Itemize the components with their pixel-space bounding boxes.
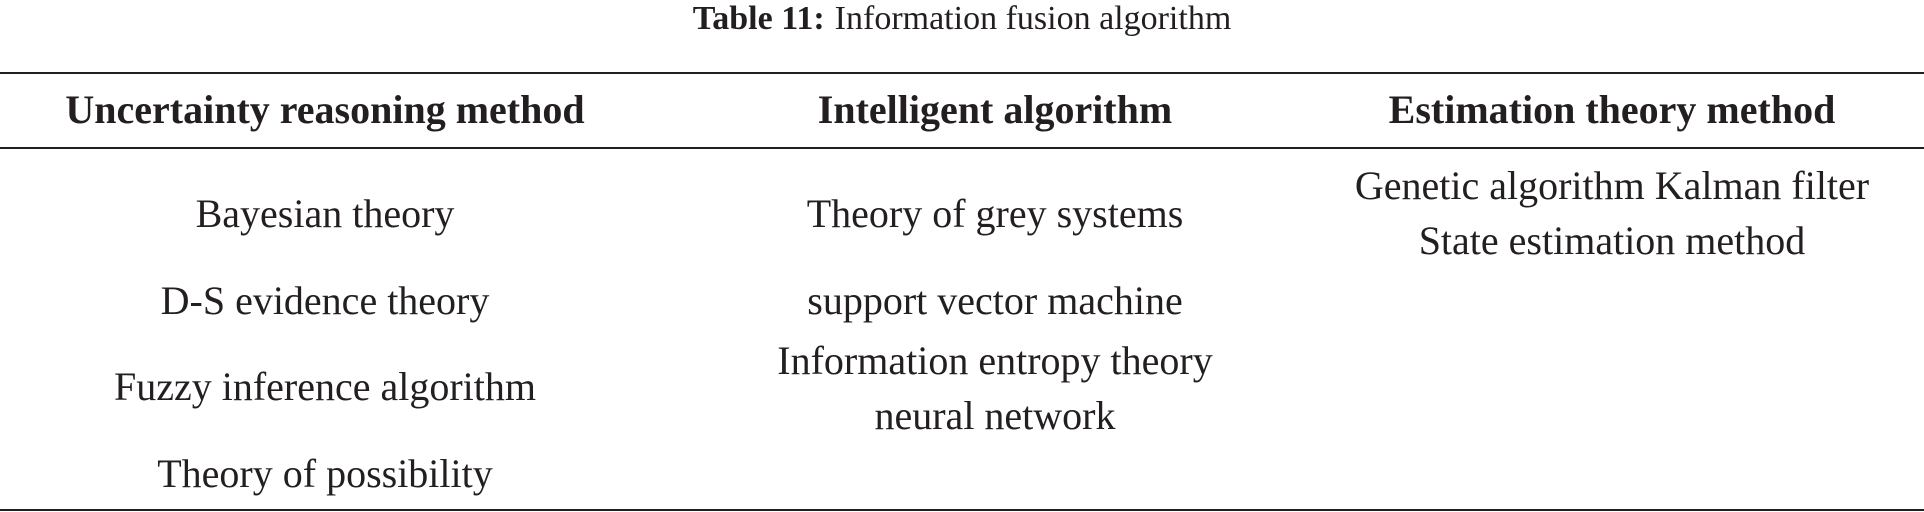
table-cell: Theory of possibility	[157, 451, 493, 496]
table-caption: Table 11:Information fusion algorithm	[0, 0, 1924, 40]
table-cell: D-S evidence theory	[160, 278, 490, 323]
table-cell: State estimation method	[1418, 218, 1806, 263]
table-header-rule	[0, 147, 1924, 149]
column-header-estimation: Estimation theory method	[1388, 87, 1836, 132]
column-header-uncertainty: Uncertainty reasoning method	[65, 87, 585, 132]
table-cell: Information entropy theory	[777, 338, 1213, 383]
table-cell: Fuzzy inference algorithm	[113, 364, 537, 409]
table-bottom-rule	[0, 509, 1924, 511]
table-caption-label: Table 11:	[692, 0, 825, 37]
table-cell: Bayesian theory	[195, 191, 455, 236]
table-caption-title: Information fusion algorithm	[834, 0, 1232, 37]
table-cell: Theory of grey systems	[806, 191, 1184, 236]
column-header-intelligent: Intelligent algorithm	[817, 87, 1173, 132]
table-top-rule	[0, 72, 1924, 74]
table-cell: neural network	[874, 393, 1116, 438]
table-cell: Genetic algorithm Kalman filter	[1354, 163, 1870, 208]
table-cell: support vector machine	[807, 278, 1183, 323]
